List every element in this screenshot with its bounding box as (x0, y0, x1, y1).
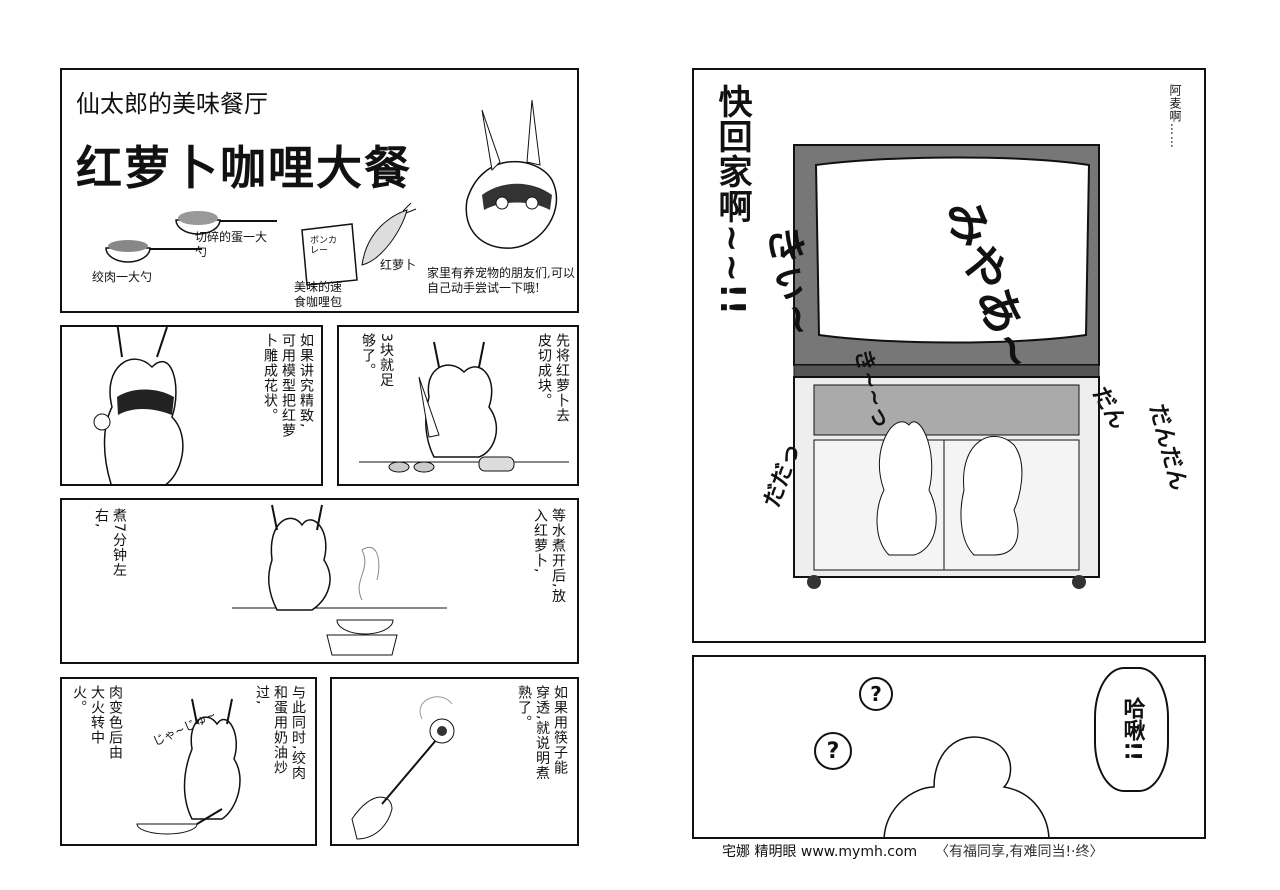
bunny-cooking-pot-illustration (232, 504, 447, 656)
ingredient-curry-pack: 美味的速食咖哩包 (294, 280, 343, 309)
caption-fry: 与此同时,绞肉和蛋用奶油炒过, (254, 685, 306, 781)
caption-carrot-flower: 如果讲究精致,可用模型把红萝卜雕成花状。 (262, 333, 314, 438)
ingredient-carrot: 红萝卜 (380, 258, 417, 272)
caption-peel-carrot: 先将红萝卜去皮切成块。 (536, 333, 570, 423)
panel-peel-carrot: 先将红萝卜去皮切成块。 3块就足够了。 (337, 325, 579, 486)
panel-fry: じゃ~じゅ~ 与此同时,绞肉和蛋用奶油炒过, 肉变色后由大火转中火。 (60, 677, 317, 846)
caption-three-pieces: 3块就足够了。 (360, 333, 394, 388)
dish-title: 红萝卜咖哩大餐 (76, 141, 412, 195)
chopsticks-carrot-illustration (351, 696, 455, 840)
panel-chopsticks: 如果用筷子能穿透,就说明煮熟了。 (330, 677, 579, 846)
girl-back-illustration (883, 736, 1050, 837)
bunny-with-knife-illustration (359, 341, 569, 473)
caption-seven-minutes: 煮7分钟左右, (93, 508, 127, 578)
bunny-frying-illustration (136, 698, 241, 835)
whisper-amai: 阿麦啊…… (1168, 84, 1182, 149)
sneeze-bubble: 哈啾!! (1094, 667, 1169, 792)
sneeze-text: 哈啾!! (1119, 697, 1145, 762)
ingredient-minced-meat: 绞肉一大勺 (92, 270, 153, 284)
caption-add-carrot: 等水煮开后,放入红萝卜, (532, 508, 566, 604)
panel-tv-scene: 快回家啊~~!! 阿麦啊…… みやあ~ きぃ~ き~~っ だん だんだん だだっ (692, 68, 1206, 643)
shout-come-home: 快回家啊~~!! (712, 84, 752, 316)
tv-cabinet-illustration (793, 144, 1100, 589)
title-panel: 仙太郎的美味餐厅 红萝卜咖哩大餐 ボンカレー 绞肉一大勺 切碎的蛋一大勺 美味的… (60, 68, 579, 313)
ending-caption: 〈有福同享,有难同当!·终〉 (935, 844, 1104, 860)
ingredient-egg: 切碎的蛋一大勺 (195, 230, 268, 259)
caption-cooked-check: 如果用筷子能穿透,就说明煮熟了。 (516, 685, 568, 781)
panel-carrot-flower: 如果讲究精致,可用模型把红萝卜雕成花状。 (60, 325, 323, 486)
series-title: 仙太郎的美味餐厅 (76, 90, 268, 118)
panel-boil: 等水煮开后,放入红萝卜, 煮7分钟左右, (60, 498, 579, 664)
caption-heat: 肉变色后由大火转中火。 (71, 685, 123, 760)
question-bubble-1: ? (859, 677, 893, 711)
panel-sneeze: ? ? 哈啾!! (692, 655, 1206, 839)
question-bubble-2: ? (814, 732, 852, 770)
curry-pack-label: ボンカレー (310, 236, 338, 256)
watermark: 宅娜 精明眼 www.mymh.com (722, 844, 918, 860)
pet-owner-note: 家里有养宠物的朋友们,可以自己动手尝试一下哦! (427, 266, 575, 295)
ingredients-illustration (105, 99, 558, 286)
bunny-with-flower-illustration (93, 327, 184, 484)
